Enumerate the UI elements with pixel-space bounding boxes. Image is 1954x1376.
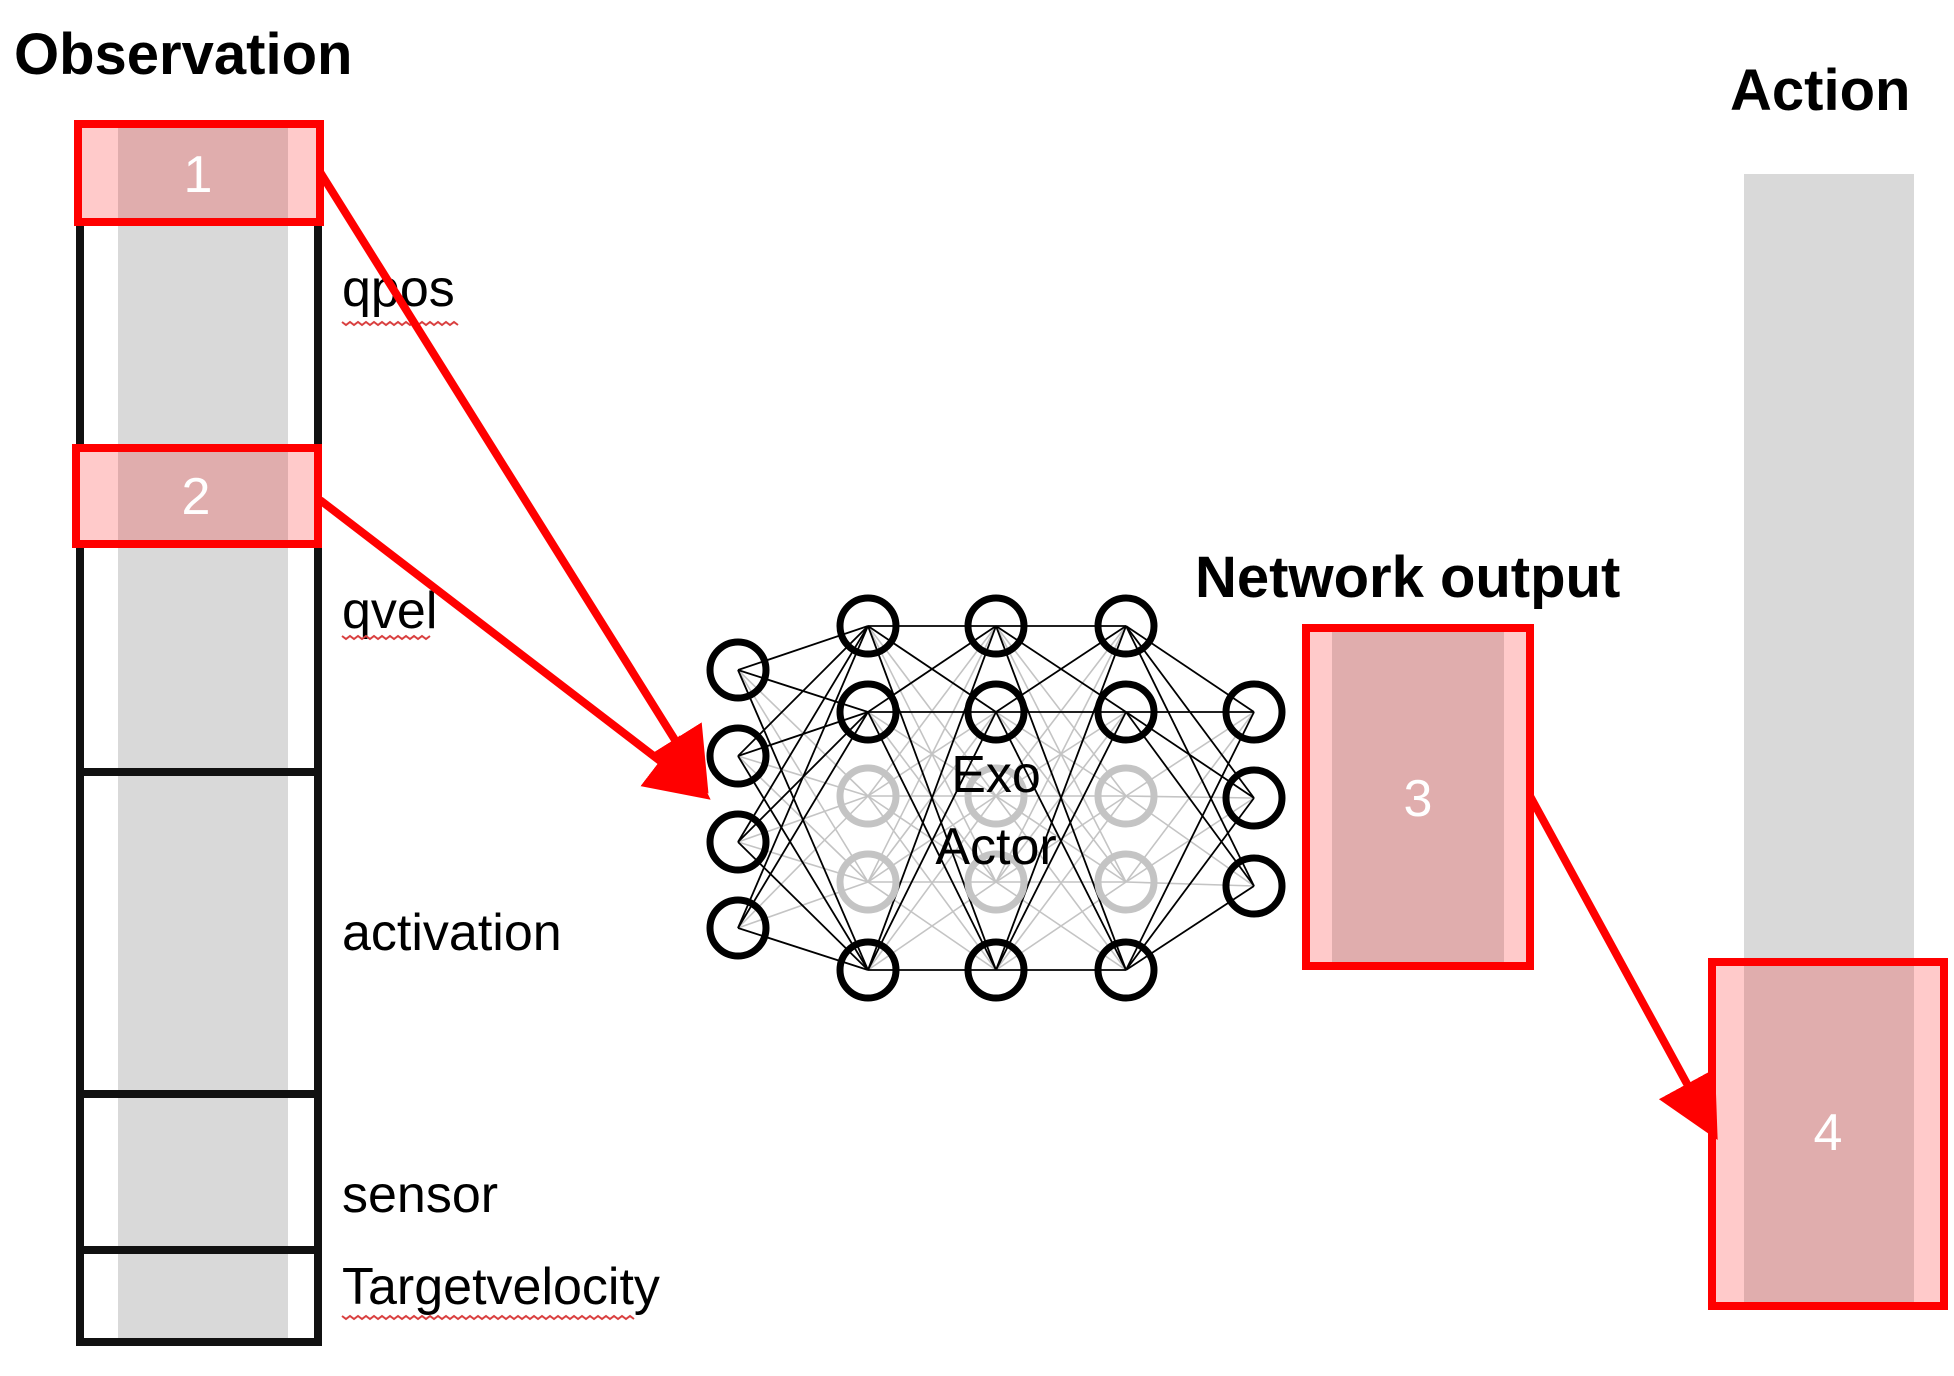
segment-label-targetvelocity: Targetvelocity: [342, 1258, 660, 1316]
network-edge: [737, 625, 869, 671]
network-edge: [737, 755, 869, 971]
network-edge: [867, 625, 997, 797]
network-edge: [1125, 797, 1255, 971]
network-neuron: [964, 594, 1028, 658]
network-neuron: [1094, 680, 1158, 744]
network-edge: [1125, 711, 1255, 971]
network-neuron: [964, 938, 1028, 1002]
network-edge: [737, 625, 869, 843]
network-neuron: [964, 850, 1028, 914]
network-neuron: [836, 850, 900, 914]
segment-label-sensor: sensor: [342, 1166, 498, 1224]
network-neuron: [836, 680, 900, 744]
network-edge: [867, 625, 997, 971]
network-edge: [737, 927, 869, 971]
network-edge: [995, 711, 1127, 971]
network-neuron: [1094, 938, 1158, 1002]
highlight-box-2: 2: [72, 444, 322, 548]
network-neuron: [1222, 680, 1286, 744]
network-edge: [1125, 625, 1255, 713]
network-neuron: [836, 594, 900, 658]
arrow-3-to-action: [1526, 794, 1718, 1141]
network-edge: [995, 795, 1127, 971]
network-neuron: [1094, 594, 1158, 658]
action-title: Action: [1730, 58, 1910, 123]
spellcheck-underline: [341, 1314, 635, 1321]
network-neuron: [706, 638, 770, 702]
spellcheck-underline: [341, 634, 431, 641]
network-neuron: [706, 896, 770, 960]
segment-label-qvel: qvel: [342, 582, 437, 640]
network-neuron: [1094, 764, 1158, 828]
highlight-number-2: 2: [182, 468, 211, 526]
highlight-number-1: 1: [184, 146, 213, 204]
spellcheck-underline: [341, 320, 459, 327]
network-edge: [867, 625, 997, 883]
network-neuron: [1094, 850, 1158, 914]
network-edge: [995, 625, 1127, 883]
highlight-box-3: 3: [1302, 624, 1534, 970]
network-neuron: [1222, 766, 1286, 830]
observation-title: Observation: [14, 22, 352, 87]
network-label-line2: Actor: [935, 818, 1056, 876]
highlight-box-4: 4: [1708, 958, 1948, 1310]
network-neuron: [836, 938, 900, 1002]
network-neuron: [964, 764, 1028, 828]
network-output-title: Network output: [1195, 545, 1620, 610]
network-edge: [737, 625, 869, 929]
segment-label-activation: activation: [342, 904, 562, 962]
network-edge: [867, 711, 997, 971]
exo-actor-network: [706, 594, 1286, 1002]
arrow-1-to-network: [316, 169, 709, 794]
network-edge: [995, 625, 1127, 971]
network-neuron: [706, 810, 770, 874]
network-edge: [867, 795, 997, 971]
network-edge: [1125, 711, 1255, 887]
highlight-number-4: 4: [1814, 1104, 1843, 1162]
highlight-box-1: 1: [74, 120, 324, 226]
segment-label-qpos: qpos: [342, 260, 455, 318]
network-neuron: [964, 680, 1028, 744]
observation-vector: [76, 120, 322, 1346]
arrow-2-to-network: [317, 496, 711, 800]
network-edge: [1125, 711, 1255, 883]
network-label-line1: Exo: [951, 746, 1041, 804]
highlight-number-3: 3: [1404, 770, 1433, 828]
network-neuron: [1222, 854, 1286, 918]
network-neuron: [836, 764, 900, 828]
network-edge: [737, 711, 869, 929]
observation-bar: [118, 124, 288, 1342]
network-edge: [995, 625, 1127, 797]
